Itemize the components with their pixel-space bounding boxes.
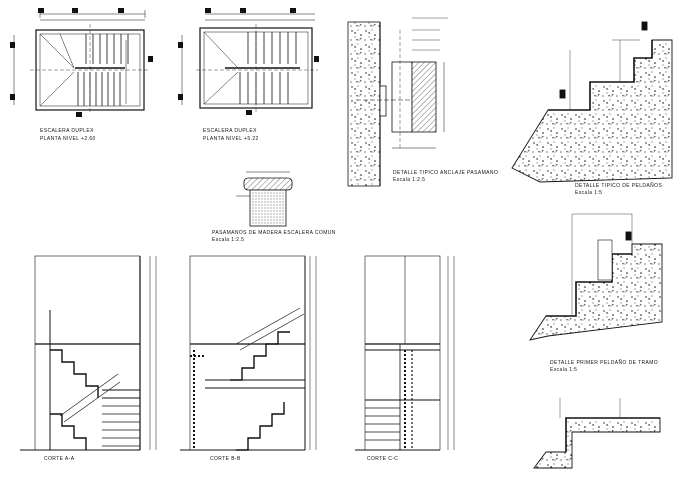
plan-1-marks (10, 8, 153, 117)
plan-1-drawing (13, 10, 150, 112)
section-c-drawing (355, 255, 455, 451)
plan-1-subtitle: PLANTA NIVEL +2.60 (40, 136, 96, 142)
typical-step-title: DETALLE TIPICO DE PELDAÑOS (575, 183, 663, 189)
first-step-title: DETALLE PRIMER PELDAÑO DE TRAMO (550, 360, 659, 366)
handrail-section-drawing (236, 171, 293, 227)
section-a-drawing (20, 255, 157, 451)
plan-2-subtitle: PLANTA NIVEL +5.22 (203, 136, 259, 142)
anchor-detail-scale: Escala 1:2.5 (393, 177, 426, 183)
anchor-detail-drawing (347, 17, 448, 187)
typical-step-scale: Escala 1:5 (575, 190, 603, 196)
anchor-detail-title: DETALLE TIPICO ANCLAJE PASAMANO (393, 170, 499, 176)
plan-2-marks (178, 8, 319, 115)
first-step-scale: Escala 1:5 (550, 367, 578, 373)
handrail-section-title: PASAMANOS DE MADERA ESCALERA COMUN (212, 230, 336, 236)
bottom-step-drawing (533, 398, 661, 469)
typical-step-drawing (511, 21, 673, 183)
plan-2-title: ESCALERA DUPLEX (203, 128, 257, 134)
section-b-drawing (180, 255, 317, 451)
section-c-title: CORTE C-C (367, 456, 399, 462)
section-a-title: CORTE A-A (44, 456, 75, 462)
first-step-drawing (529, 213, 663, 341)
plan-1-title: ESCALERA DUPLEX (40, 128, 94, 134)
handrail-section-scale: Escala 1:2.5 (212, 237, 245, 243)
section-b-title: CORTE B-B (210, 456, 241, 462)
plan-2-drawing (181, 13, 318, 112)
